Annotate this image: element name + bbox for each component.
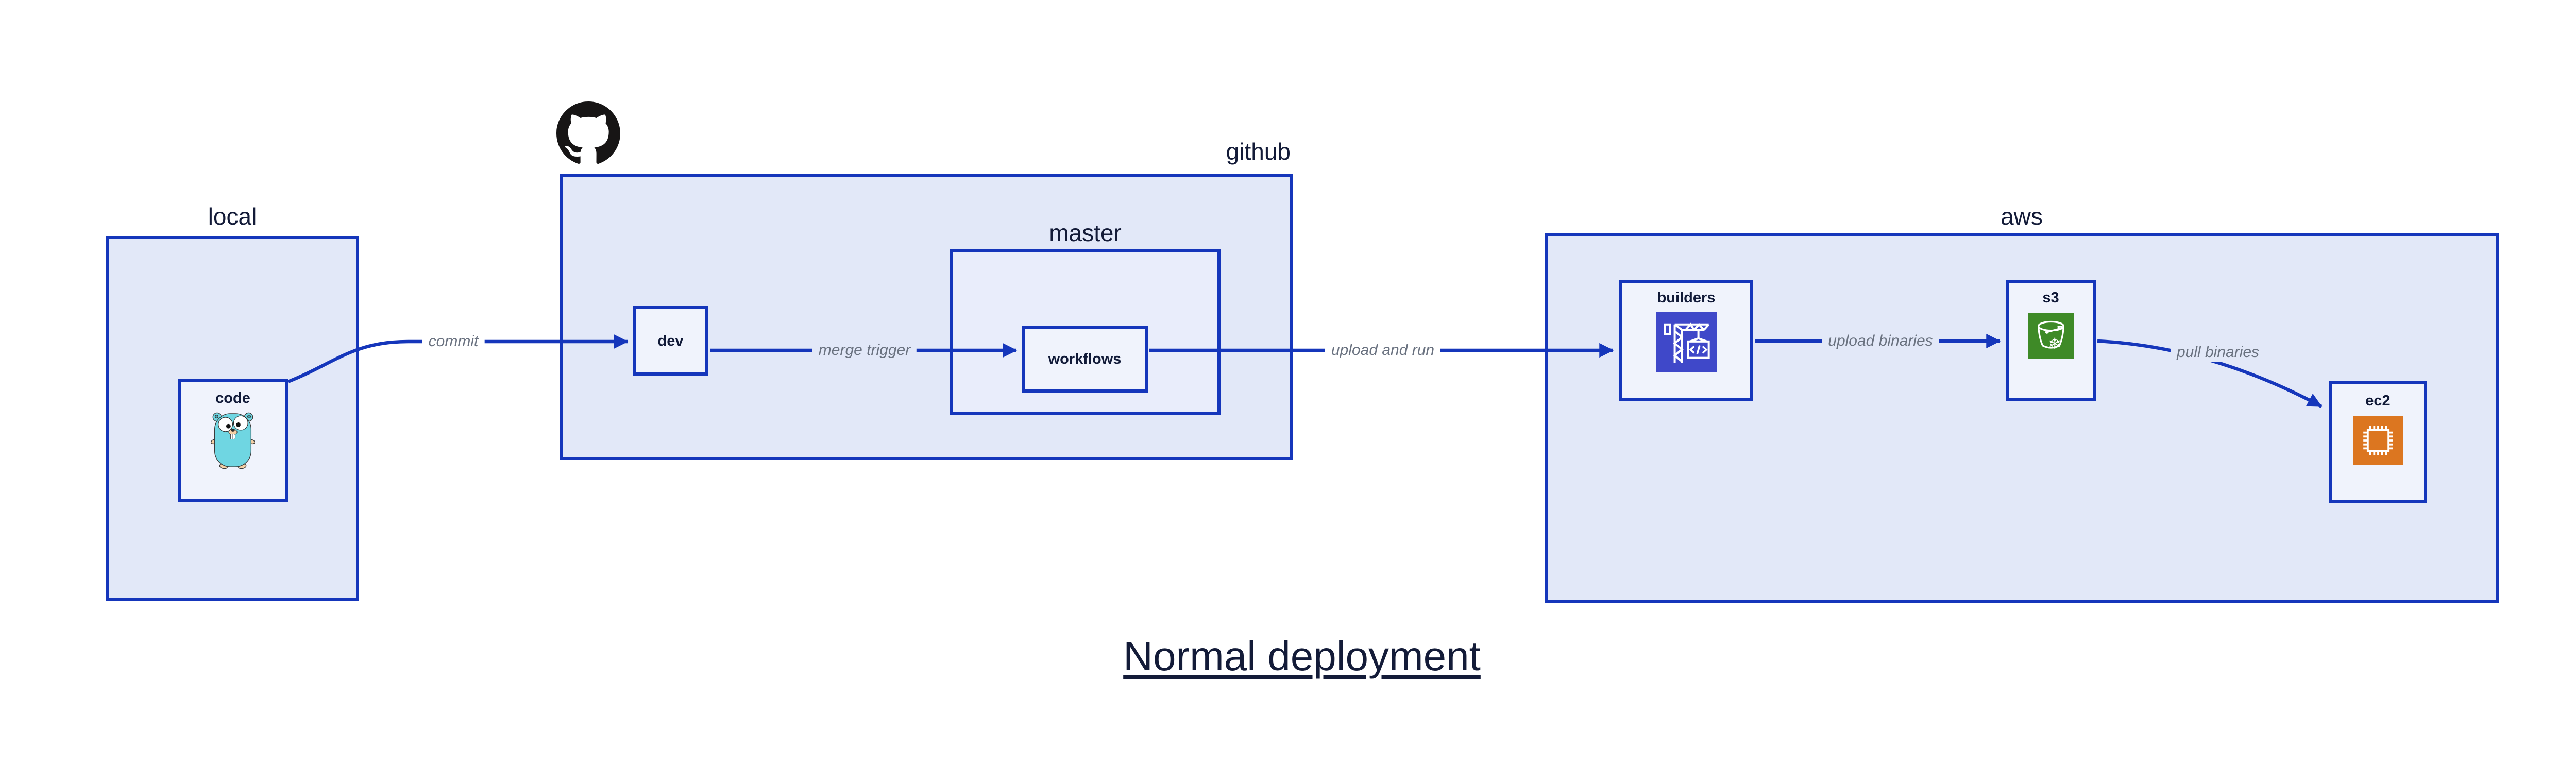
github-region-label: github: [1226, 138, 1291, 165]
edge-label-upload-and-run: upload and run: [1325, 341, 1441, 360]
ec2-node: ec2: [2329, 381, 2427, 503]
s3-bucket-snowflake-icon: ❄: [2027, 313, 2074, 359]
edge-label-upload-binaries: upload binaries: [1822, 331, 1939, 351]
code-node: code: [178, 379, 288, 502]
ec2-node-label: ec2: [2365, 393, 2391, 409]
workflows-node-label: workflows: [1048, 351, 1122, 367]
master-group-label: master: [1049, 219, 1122, 246]
code-node-label: code: [215, 390, 250, 406]
s3-node-label: s3: [2042, 290, 2059, 306]
snowflake-glyph: ❄: [2048, 335, 2061, 353]
edge-label-commit: commit: [422, 332, 485, 351]
codebuild-crane-icon: [1656, 312, 1717, 372]
dev-node-label: dev: [657, 332, 684, 349]
diagram-title: Normal deployment: [1123, 633, 1481, 679]
dev-node: dev: [633, 306, 708, 376]
edge-label-merge-trigger: merge trigger: [812, 341, 917, 360]
ec2-chip-icon: [2353, 416, 2403, 465]
go-gopher-icon: [211, 412, 255, 469]
github-octocat-icon: [556, 101, 620, 164]
builders-node: builders: [1619, 280, 1753, 401]
workflows-node: workflows: [1022, 326, 1148, 393]
builders-node-label: builders: [1657, 290, 1716, 306]
s3-node: s3 ❄: [2006, 280, 2096, 401]
aws-region-label: aws: [2001, 203, 2043, 230]
local-region-label: local: [208, 203, 257, 230]
edge-label-pull-binaries: pull binaries: [2170, 343, 2266, 362]
